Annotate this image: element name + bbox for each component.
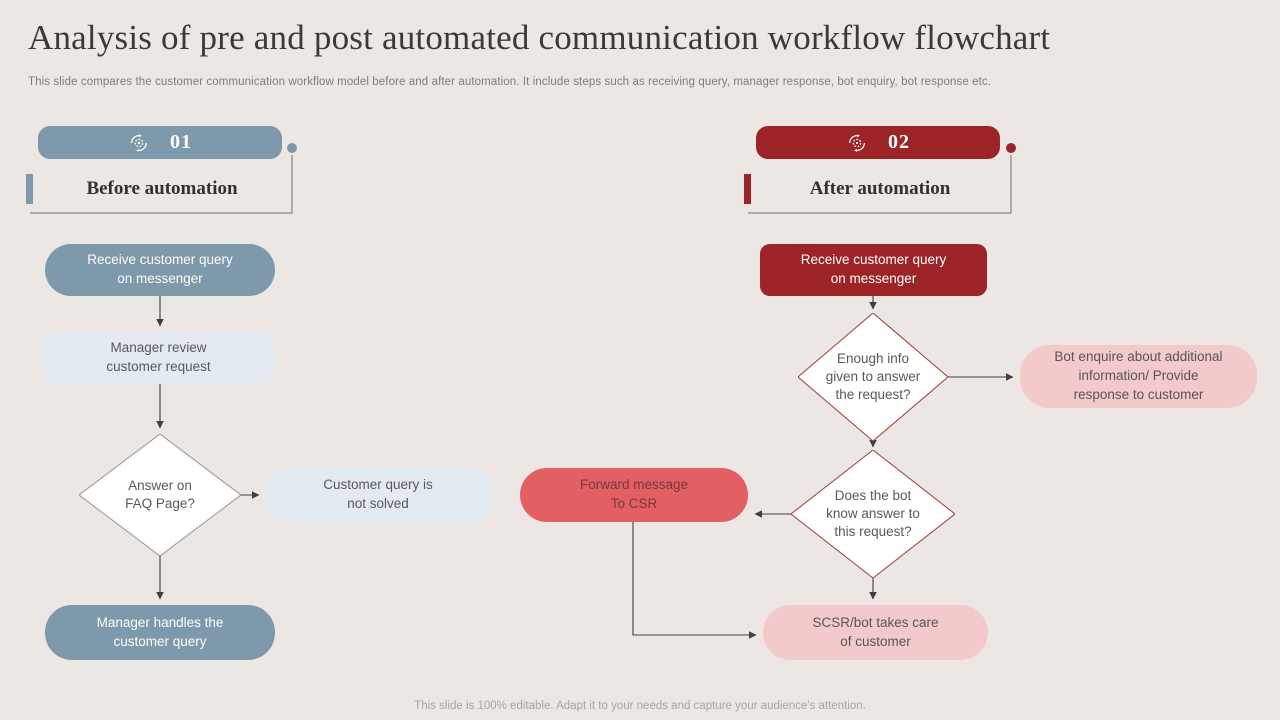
before-accent-bar [26,174,33,204]
page-title: Analysis of pre and post automated commu… [28,18,1051,57]
after-decision-knows-answer-label: Does the bot know answer to this request… [826,487,920,540]
slide-subtitle: This slide compares the customer communi… [28,76,992,88]
before-badge-number: 01 [170,131,192,153]
before-decision-faq[interactable]: Answer on FAQ Page? [79,434,241,556]
after-decision-enough-info[interactable]: Enough info given to answer the request? [798,313,948,441]
before-node-not-solved[interactable]: Customer query is not solved [266,468,490,522]
diamond-shape [791,450,955,578]
before-node-manager-handles[interactable]: Manager handles the customer query [45,605,275,660]
after-node-receive-query[interactable]: Receive customer query on messenger [760,244,987,296]
after-badge[interactable]: 02 [756,126,1000,159]
arrow-after-forward-scsr [632,522,757,639]
after-badge-number: 02 [888,131,910,153]
after-node-scsr-care[interactable]: SCSR/bot takes care of customer [763,605,988,660]
after-node-bot-enquire[interactable]: Bot enquire about additional information… [1020,345,1257,408]
after-accent-bar [744,174,751,204]
before-node-receive-query[interactable]: Receive customer query on messenger [45,244,275,296]
after-connector-dot [1006,143,1016,153]
before-connector-dot [287,143,297,153]
after-heading: After automation [809,178,951,199]
automation-cycle-gear-icon [846,132,868,154]
editable-note: This slide is 100% editable. Adapt it to… [414,700,866,712]
diamond-shape [79,434,241,556]
automation-cycle-gear-icon [128,132,150,154]
diamond-shape [798,313,948,441]
before-decision-faq-label: Answer on FAQ Page? [125,477,195,511]
after-decision-enough-info-label: Enough info given to answer the request? [825,350,921,403]
after-node-forward-csr[interactable]: Forward message To CSR [520,468,748,522]
before-heading: Before automation [86,178,238,199]
before-badge[interactable]: 01 [38,126,282,159]
after-decision-knows-answer[interactable]: Does the bot know answer to this request… [791,450,955,578]
before-node-manager-review[interactable]: Manager review customer request [42,332,275,384]
